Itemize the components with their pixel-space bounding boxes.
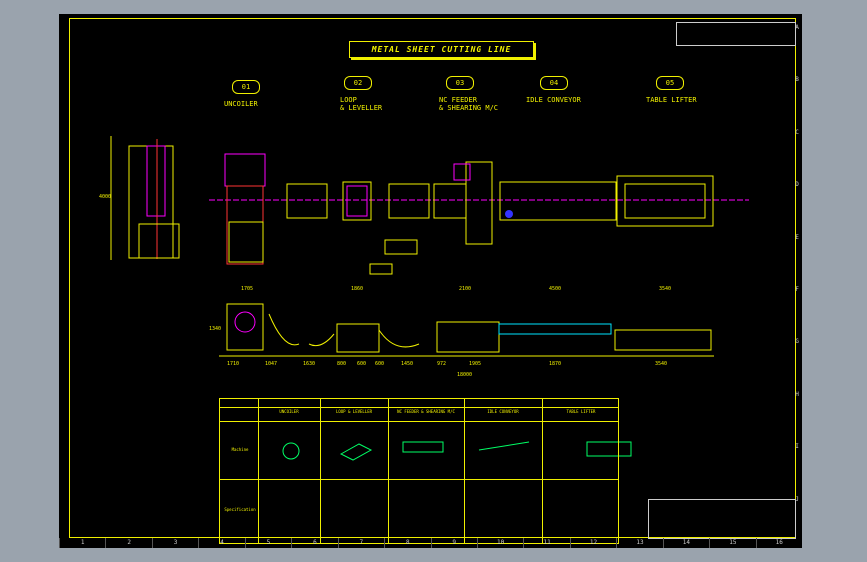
drawing-title: METAL SHEET CUTTING LINE <box>349 41 534 58</box>
tension-pad-detail <box>369 239 418 275</box>
stage-01-number: 01 <box>232 80 260 94</box>
line-layout-drawing <box>110 136 749 461</box>
row-label-spec: Specification <box>224 507 256 512</box>
drawing-sheet: METAL SHEET CUTTING LINE 01 02 03 04 05 … <box>59 14 802 548</box>
dim-feeder: 2100 <box>459 286 472 292</box>
plan-view-table-lifter <box>616 175 714 227</box>
stage-04-label: IDLE CONVEYOR <box>526 96 581 104</box>
stage-05-label: TABLE LIFTER <box>646 96 697 104</box>
plan-view-idle-conveyor <box>499 181 617 221</box>
overall-dim: 18000 <box>457 372 473 378</box>
side-elevation-line <box>219 303 714 357</box>
dim-side: 4000 <box>99 194 112 200</box>
drawing-frame <box>69 18 796 538</box>
stage-03-number: 03 <box>446 76 474 90</box>
header-loop: LOOP & LEVELLER <box>335 409 373 414</box>
bottom-dim-2: 1047 <box>265 361 278 367</box>
row-label-machine: Machine <box>231 447 249 452</box>
dim-loop: 1860 <box>351 286 364 292</box>
side-view-uncoiler <box>110 136 180 260</box>
bottom-dim-8: 972 <box>437 361 447 367</box>
stage-02-number: 02 <box>344 76 372 90</box>
bottom-dim-10: 1870 <box>549 361 562 367</box>
plan-view-loop-leveller <box>286 181 430 221</box>
dim-height: 1340 <box>209 326 222 332</box>
stage-03-label: NC FEEDER & SHEARING M/C <box>439 96 499 112</box>
bottom-dim-5: 600 <box>357 361 367 367</box>
bottom-dim-3: 1630 <box>303 361 316 367</box>
header-conveyor: IDLE CONVEYOR <box>487 409 519 414</box>
header-feeder: NC FEEDER & SHEARING M/C <box>397 409 455 414</box>
spec-table: UNCOILER LOOP & LEVELLER NC FEEDER & SHE… <box>219 398 619 544</box>
spec-table-sketches <box>282 441 632 461</box>
bottom-dim-11: 3540 <box>655 361 668 367</box>
bottom-dim-4: 800 <box>337 361 347 367</box>
stage-02-label: LOOP & LEVELLER <box>340 96 383 112</box>
stage-05-number: 05 <box>656 76 684 90</box>
stage-01-label: UNCOILER <box>224 100 258 108</box>
dim-uncoiler: 1705 <box>241 286 254 292</box>
bottom-dim-9: 1905 <box>469 361 482 367</box>
dim-conveyor: 4500 <box>549 286 562 292</box>
header-lifter: TABLE LIFTER <box>566 409 596 414</box>
dim-lifter: 3540 <box>659 286 672 292</box>
title-block <box>648 499 796 539</box>
revision-block <box>676 22 796 46</box>
bottom-dim-7: 1450 <box>401 361 414 367</box>
header-uncoiler: UNCOILER <box>279 409 299 414</box>
bottom-dim-1: 1710 <box>227 361 240 367</box>
bottom-dim-6: 600 <box>375 361 385 367</box>
plan-view-feeder-shearing <box>433 161 513 245</box>
plan-view-uncoiler <box>224 153 266 265</box>
stage-04-number: 04 <box>540 76 568 90</box>
